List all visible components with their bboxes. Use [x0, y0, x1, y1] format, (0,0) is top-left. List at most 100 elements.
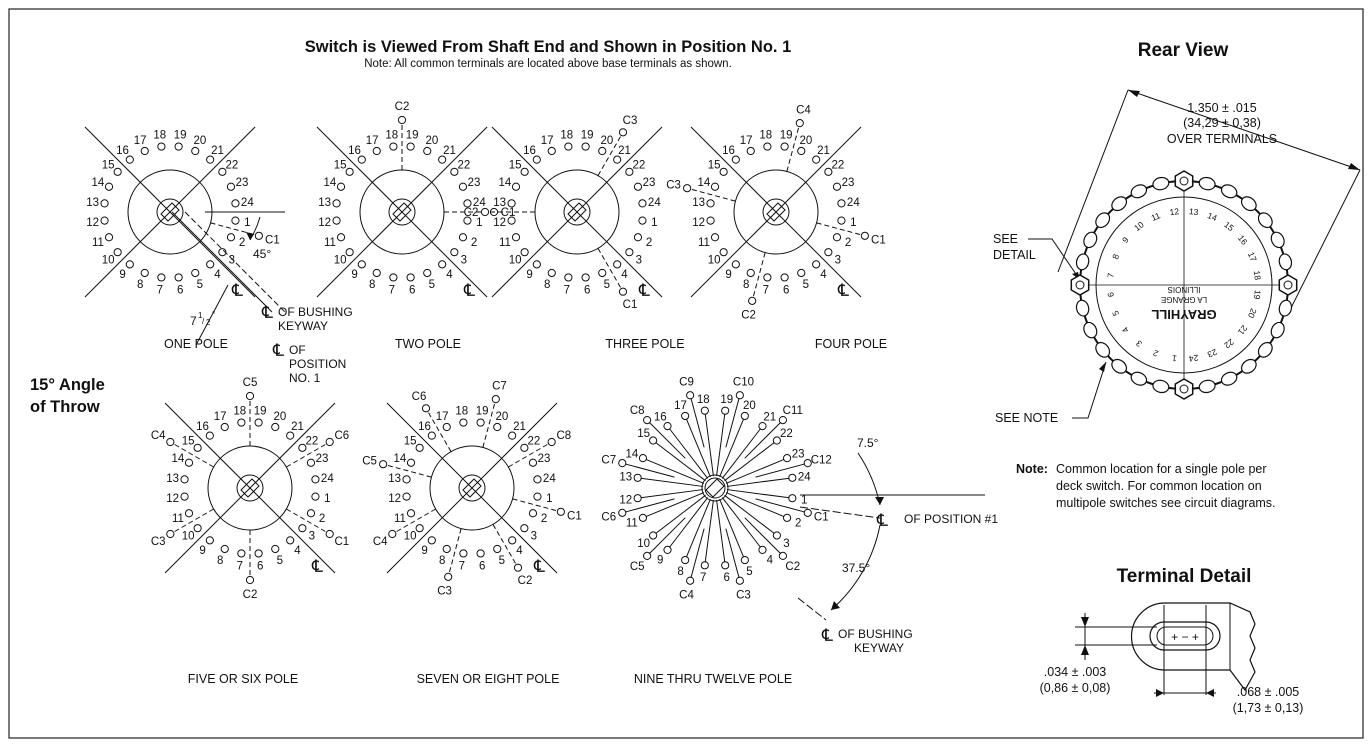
terminal-label-4: 4 [294, 545, 301, 557]
common-terminal [444, 572, 453, 581]
terminal-label-19: 19 [254, 406, 267, 418]
terminal-label-10: 10 [708, 254, 721, 266]
terminal-2 [306, 509, 316, 518]
terminal-label-19: 19 [406, 130, 419, 142]
terminal-label-7: 7 [157, 284, 163, 296]
terminal-label-14: 14 [92, 177, 105, 189]
terminal-5 [740, 555, 749, 565]
terminal-18 [564, 142, 573, 151]
common-label-C11: C11 [783, 405, 803, 417]
shaft-circle [236, 474, 264, 502]
terminal-1 [231, 216, 240, 225]
terminal-14 [710, 182, 720, 191]
common-terminal [778, 416, 787, 425]
terminal-2 [226, 233, 236, 242]
terminal-2 [528, 509, 538, 518]
terminal-5 [797, 268, 806, 278]
ring-number-17: 17 [1246, 250, 1259, 263]
ring-terminal [1095, 212, 1111, 229]
one-pole-fraction-deg: ° [212, 310, 215, 319]
terminal-14 [336, 182, 346, 191]
ring-terminal [1278, 253, 1293, 271]
terminal-label-16: 16 [523, 145, 536, 157]
see-detail-1: SEE [993, 232, 1018, 246]
terminal-23 [633, 182, 643, 191]
ring-terminal [1152, 379, 1170, 394]
terminal-18 [237, 418, 246, 427]
terminal-9 [357, 260, 366, 269]
terminal-1 [533, 492, 542, 501]
terminal-label-22: 22 [527, 436, 540, 448]
terminal-20 [493, 422, 502, 432]
terminal-24 [533, 475, 542, 484]
ring-number-8: 8 [1110, 252, 1121, 260]
terminal-9 [532, 260, 541, 269]
ring-terminal [1095, 341, 1111, 358]
common-line [744, 421, 782, 459]
terminal-label-17: 17 [366, 135, 379, 147]
terminal-18 [763, 142, 772, 151]
terminal-label-23: 23 [236, 177, 249, 189]
terminal-11 [336, 233, 346, 242]
terminal-label-7: 7 [459, 560, 465, 572]
terminal-label-11: 11 [394, 513, 406, 525]
shaft-circle [701, 474, 729, 502]
terminal-label-17: 17 [436, 411, 449, 423]
terminal-8 [442, 544, 451, 554]
terminal-label-21: 21 [618, 145, 631, 157]
terminal-1 [788, 494, 797, 503]
terminal-11 [406, 509, 416, 518]
terminal-16 [357, 155, 366, 164]
terminal-label-7: 7 [763, 284, 769, 296]
terminal-label-6: 6 [257, 560, 263, 572]
ring-terminal [1257, 212, 1273, 229]
terminal-5 [493, 544, 502, 554]
terminal-15 [719, 167, 728, 176]
rear-view: Rear View 1.350 ± .015 (34,29 ± 0,38) OV… [993, 40, 1361, 425]
common-terminal [379, 460, 388, 469]
common-terminal [513, 563, 523, 572]
terminal-23 [528, 458, 538, 467]
ring-number-18: 18 [1252, 270, 1263, 281]
terminal-20 [797, 146, 806, 156]
terminal-label-6: 6 [409, 284, 415, 296]
terminal-label-6: 6 [724, 572, 730, 584]
one-pole-fraction-whole: 7 [190, 314, 197, 328]
common-line [755, 498, 805, 513]
terminal-label-8: 8 [544, 279, 550, 291]
terminal-label-14: 14 [172, 453, 185, 465]
terminal-label-1: 1 [850, 217, 856, 229]
terminal-21 [286, 431, 295, 440]
terminal-24 [463, 199, 472, 208]
terminal-7 [564, 273, 573, 282]
contact-line [655, 441, 706, 482]
bushing-line [316, 126, 488, 298]
terminal-label-2: 2 [646, 237, 652, 249]
terminal-label-23: 23 [643, 177, 656, 189]
common-label-C8: C8 [556, 430, 571, 442]
terminal-5 [271, 544, 280, 554]
terminal-11 [104, 233, 114, 242]
common-terminal [547, 437, 556, 447]
terminal-label-6: 6 [177, 284, 183, 296]
terminal-8 [746, 268, 755, 278]
terminal-label-11: 11 [499, 237, 511, 249]
common-label-C3: C3 [623, 115, 638, 127]
terminal-label-10: 10 [509, 254, 522, 266]
terminal-15 [520, 167, 529, 176]
terminal-24 [638, 199, 647, 208]
terminal-label-20: 20 [425, 135, 438, 147]
terminal-19 [721, 406, 730, 415]
terminal-19 [174, 142, 183, 151]
contact-line [721, 428, 762, 479]
terminal-label-15: 15 [102, 160, 115, 172]
terminal-label-5: 5 [604, 279, 610, 291]
common-label-C1: C1 [501, 207, 516, 219]
terminal-6 [254, 549, 263, 558]
common-line [755, 463, 805, 478]
